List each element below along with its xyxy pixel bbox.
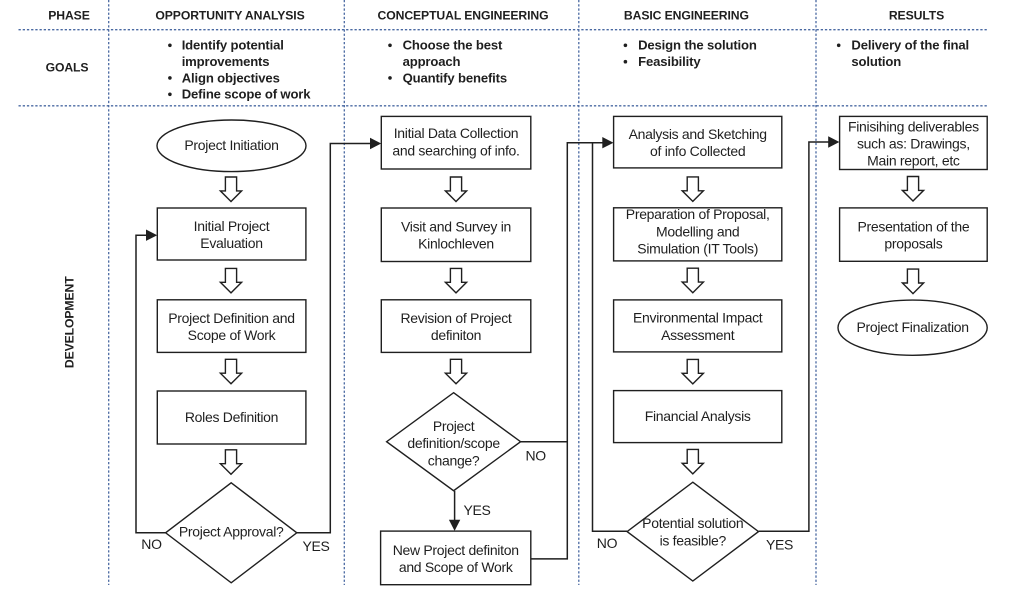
- svg-text:Evaluation: Evaluation: [200, 235, 262, 251]
- svg-text:Preparation of Proposal,: Preparation of Proposal,: [626, 206, 770, 222]
- svg-text:Environmental Impact: Environmental Impact: [633, 310, 763, 326]
- svg-text:YES: YES: [463, 502, 490, 518]
- svg-text:Main report, etc: Main report, etc: [867, 153, 960, 169]
- svg-text:is feasible?: is feasible?: [660, 533, 727, 549]
- svg-text:Initial Data Collection: Initial Data Collection: [394, 125, 519, 141]
- svg-text:Scope of Work: Scope of Work: [188, 327, 277, 343]
- svg-text:improvements: improvements: [182, 54, 270, 69]
- svg-text:Modelling and: Modelling and: [656, 223, 739, 239]
- svg-text:Choose the best: Choose the best: [403, 38, 503, 53]
- svg-text:Project Approval?: Project Approval?: [179, 524, 284, 540]
- svg-text:Project Definition and: Project Definition and: [168, 310, 294, 326]
- svg-text:DEVELOPMENT: DEVELOPMENT: [63, 276, 77, 368]
- svg-text:Feasibility: Feasibility: [638, 54, 701, 69]
- svg-text:NO: NO: [597, 535, 618, 551]
- svg-text:Presentation of the: Presentation of the: [857, 219, 969, 235]
- svg-text:and searching of info.: and searching of info.: [392, 142, 519, 158]
- svg-text:NO: NO: [525, 447, 546, 463]
- svg-text:YES: YES: [302, 538, 329, 554]
- svg-text:Analysis and Sketching: Analysis and Sketching: [629, 126, 767, 142]
- svg-text:Revision of Project: Revision of Project: [400, 310, 511, 326]
- svg-text:proposals: proposals: [884, 236, 942, 252]
- svg-text:Project: Project: [433, 418, 475, 434]
- svg-text:NO: NO: [141, 536, 162, 552]
- svg-text:Visit and Survey in: Visit and Survey in: [401, 218, 511, 234]
- svg-text:GOALS: GOALS: [46, 60, 89, 74]
- svg-text:definition/scope: definition/scope: [407, 435, 500, 451]
- svg-text:and Scope of Work: and Scope of Work: [399, 559, 514, 575]
- svg-text:RESULTS: RESULTS: [889, 8, 944, 22]
- svg-text:change?: change?: [428, 452, 480, 468]
- svg-text:New Project definiton: New Project definiton: [393, 542, 519, 558]
- svg-text:of info Collected: of info Collected: [650, 143, 745, 159]
- svg-text:Assessment: Assessment: [661, 327, 735, 343]
- svg-text:such as: Drawings,: such as: Drawings,: [857, 136, 970, 152]
- svg-text:Simulation (IT Tools): Simulation (IT Tools): [637, 241, 758, 257]
- svg-text:Project Initiation: Project Initiation: [184, 137, 278, 153]
- svg-text:OPPORTUNITY ANALYSIS: OPPORTUNITY ANALYSIS: [155, 8, 304, 22]
- svg-text:Initial Project: Initial Project: [194, 218, 270, 234]
- svg-text:solution: solution: [851, 54, 901, 69]
- svg-text:YES: YES: [766, 537, 793, 553]
- svg-text:BASIC ENGINEERING: BASIC ENGINEERING: [624, 8, 749, 22]
- svg-text:approach: approach: [403, 54, 461, 69]
- svg-text:Kinlochleven: Kinlochleven: [418, 236, 494, 252]
- svg-text:Financial Analysis: Financial Analysis: [645, 408, 751, 424]
- svg-text:CONCEPTUAL ENGINEERING: CONCEPTUAL ENGINEERING: [378, 8, 549, 22]
- svg-text:definiton: definiton: [431, 327, 481, 343]
- svg-text:Design the solution: Design the solution: [638, 38, 757, 53]
- svg-text:Project Finalization: Project Finalization: [856, 319, 968, 335]
- svg-text:Finisihing deliverables: Finisihing deliverables: [848, 118, 979, 134]
- svg-text:Define scope of work: Define scope of work: [182, 87, 312, 102]
- svg-text:Align objectives: Align objectives: [182, 70, 280, 85]
- svg-text:PHASE: PHASE: [48, 8, 90, 22]
- svg-text:Delivery of the final: Delivery of the final: [851, 38, 969, 53]
- svg-text:Roles Definition: Roles Definition: [185, 409, 278, 425]
- svg-text:Potential solution: Potential solution: [642, 515, 743, 531]
- svg-text:Identify potential: Identify potential: [182, 38, 284, 53]
- svg-text:Quantify benefits: Quantify benefits: [403, 70, 507, 85]
